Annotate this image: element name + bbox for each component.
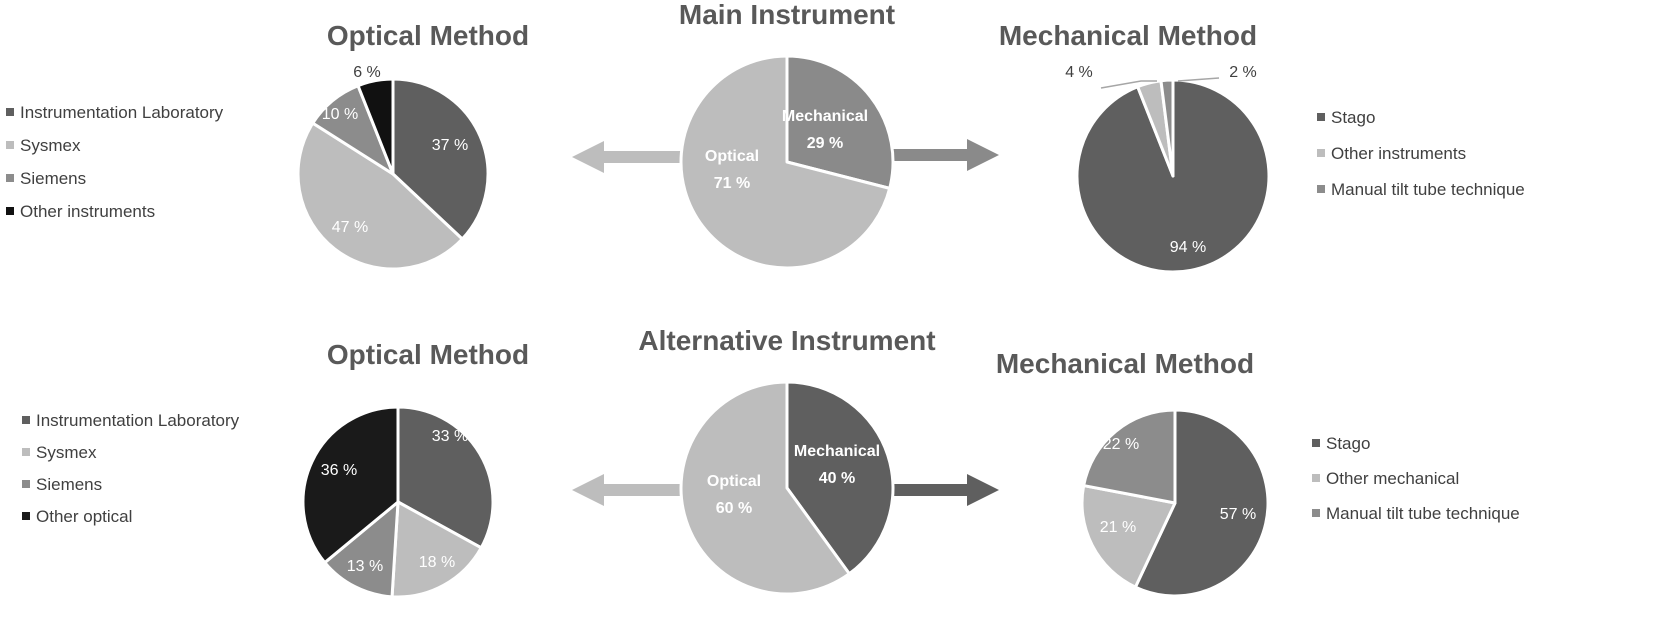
arrow-main-to-optical [572, 141, 700, 173]
title-mechanical-method-top: Mechanical Method [999, 20, 1257, 51]
pie-slice-instrumentation-laboratory [396, 405, 495, 550]
pie-chart-mechanical-method-alternative: 57 % 21 % 22 % [1080, 408, 1270, 598]
arrow-main-to-mechanical [880, 139, 999, 171]
pie-slice-manual-tilt-tube-technique [1082, 408, 1177, 505]
arrow-alt-to-optical [572, 474, 700, 506]
data-label-sysmex: 18 % [419, 554, 455, 571]
legend-item-instrumentation-laboratory: Instrumentation Laboratory [20, 103, 224, 122]
data-label-mechanical: 40 % [819, 470, 855, 487]
legend-swatch-other-mechanical [1312, 474, 1320, 482]
pie-slice-sysmex [390, 500, 483, 599]
pie-slice-other-mechanical [1080, 484, 1177, 589]
data-label-mechanical: 29 % [807, 135, 843, 152]
category-label-optical: Optical [707, 473, 761, 490]
pie-slice-instrumentation-laboratory [391, 77, 490, 241]
legend-swatch-siemens [22, 480, 30, 488]
data-label-stago: 57 % [1220, 506, 1256, 523]
data-label-instrumentation-laboratory: 37 % [432, 137, 468, 154]
legend-item-sysmex: Sysmex [20, 136, 81, 155]
title-optical-method-bottom: Optical Method [327, 339, 529, 370]
data-label-optical: 60 % [716, 500, 752, 517]
pie-chart-mechanical-method-main: 94 % 4 % 2 % [1065, 64, 1271, 274]
data-label-other-instruments: 4 % [1065, 64, 1093, 81]
data-label-manual-tilt-tube-technique: 2 % [1229, 64, 1257, 81]
pie-slice-manual-tilt-tube-technique [1159, 78, 1175, 178]
legend-item-stago: Stago [1326, 434, 1370, 453]
category-label-mechanical: Mechanical [794, 443, 880, 460]
legend-item-other-instruments: Other instruments [1331, 144, 1466, 163]
title-mechanical-method-bottom: Mechanical Method [996, 348, 1254, 379]
data-label-manual-tilt-tube-technique: 22 % [1103, 436, 1139, 453]
data-label-siemens: 13 % [347, 558, 383, 575]
title-main-instrument: Main Instrument [679, 0, 895, 30]
pie-slice-siemens [323, 500, 400, 599]
legend-item-other-optical: Other optical [36, 507, 132, 526]
legend-swatch-manual-tilt-tube-technique [1317, 185, 1325, 193]
legend-optical-method-main: Instrumentation LaboratorySysmexSiemensO… [6, 103, 224, 221]
title-optical-method-top: Optical Method [327, 20, 529, 51]
legend-item-siemens: Siemens [36, 475, 102, 494]
data-label-other-instruments: 6 % [353, 64, 381, 81]
leader-line-manual-tilt-tube-technique [1177, 77, 1220, 82]
legend-item-instrumentation-laboratory: Instrumentation Laboratory [36, 411, 240, 430]
category-label-mechanical: Mechanical [782, 108, 868, 125]
pie-slice-other-instruments [356, 77, 395, 176]
pie-slice-sysmex [296, 121, 464, 271]
legend-item-other-mechanical: Other mechanical [1326, 469, 1459, 488]
pie-chart-main-instrument: Mechanical 29 % Optical 71 % [679, 54, 895, 270]
title-alternative-instrument: Alternative Instrument [638, 325, 935, 356]
legend-swatch-other-instruments [6, 207, 14, 215]
leader-line-other-instruments [1100, 80, 1157, 89]
arrow-shape [880, 139, 999, 171]
pie-slice-mechanical [785, 380, 895, 576]
legend-swatch-sysmex [22, 448, 30, 456]
legend-swatch-other-optical [22, 512, 30, 520]
pie-slice-stago [1133, 408, 1270, 598]
legend-item-manual-tilt-tube-technique: Manual tilt tube technique [1326, 504, 1520, 523]
data-label-sysmex: 47 % [332, 219, 368, 236]
arrow-shape [572, 141, 700, 173]
data-label-siemens: 10 % [322, 106, 358, 123]
pie-slice-other-optical [301, 405, 400, 565]
legend-item-manual-tilt-tube-technique: Manual tilt tube technique [1331, 180, 1525, 199]
legend-swatch-siemens [6, 174, 14, 182]
legend-optical-method-alternative: Instrumentation LaboratorySysmexSiemensO… [22, 411, 240, 526]
data-label-other-optical: 36 % [321, 462, 357, 479]
legend-swatch-manual-tilt-tube-technique [1312, 509, 1320, 517]
data-label-stago: 94 % [1170, 239, 1206, 256]
legend-swatch-stago [1317, 113, 1325, 121]
pie-chart-alternative-instrument: Mechanical 40 % Optical 60 % [679, 380, 895, 596]
category-label-optical: Optical [705, 148, 759, 165]
legend-swatch-instrumentation-laboratory [6, 108, 14, 116]
legend-swatch-stago [1312, 439, 1320, 447]
pie-slice-optical [679, 380, 851, 596]
pie-chart-optical-method-alternative: 33 % 18 % 13 % 36 % [301, 405, 495, 599]
pie-slice-mechanical [785, 54, 895, 190]
legend-item-other-instruments: Other instruments [20, 202, 155, 221]
legend-swatch-other-instruments [1317, 149, 1325, 157]
legend-item-siemens: Siemens [20, 169, 86, 188]
legend-swatch-sysmex [6, 141, 14, 149]
arrow-shape [880, 474, 999, 506]
data-label-instrumentation-laboratory: 33 % [432, 428, 468, 445]
legend-swatch-instrumentation-laboratory [22, 416, 30, 424]
data-label-other-mechanical: 21 % [1100, 519, 1136, 536]
data-label-optical: 71 % [714, 175, 750, 192]
arrow-alt-to-mechanical [880, 474, 999, 506]
pie-slice-optical [679, 54, 892, 270]
legend-item-stago: Stago [1331, 108, 1375, 127]
arrow-shape [572, 474, 700, 506]
legend-item-sysmex: Sysmex [36, 443, 97, 462]
pie-chart-optical-method-main: 37 % 47 % 10 % 6 % [296, 64, 490, 271]
